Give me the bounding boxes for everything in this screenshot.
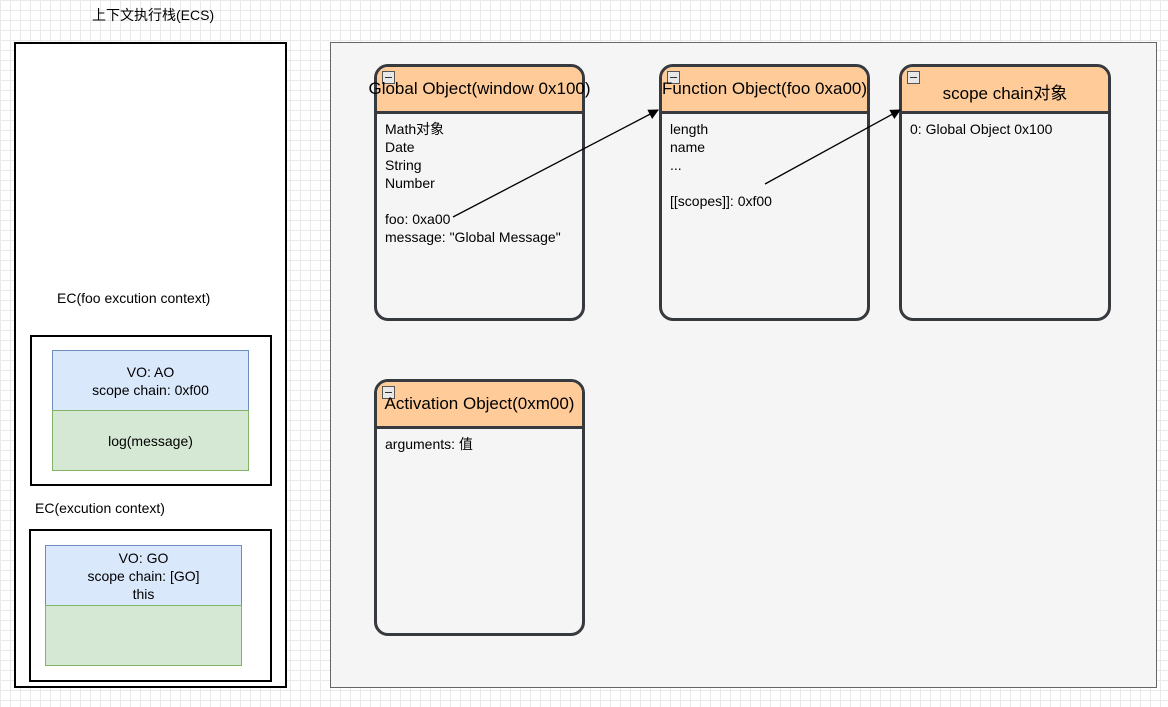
foo-ec-code: log(message) (108, 432, 193, 449)
global-ec-code-cell (45, 605, 242, 666)
activation-object-properties: arguments: 值 (385, 435, 473, 453)
property-line: Number (385, 175, 435, 191)
function-object-header: Function Object(foo 0xa00) (662, 67, 867, 114)
global-object-header: Global Object(window 0x100) (368, 67, 591, 114)
scope-chain-object-properties: 0: Global Object 0x100 (910, 120, 1052, 138)
activation-object-title: Activation Object(0xm00) (384, 394, 575, 413)
global-ec-this-line: this (132, 585, 155, 602)
ecs-title: 上下文执行栈(ECS) (92, 7, 215, 23)
foo-ec-vo-line: VO: AO (126, 363, 175, 380)
global-ec-scope-chain-line: scope chain: [GO] (87, 567, 200, 584)
property-line: Date (385, 139, 415, 155)
foo-ec-label: EC(foo excution context) (57, 290, 211, 306)
arrow-foo-to-function-object (452, 109, 659, 218)
scope-chain-object-header: scope chain对象 (902, 67, 1108, 114)
property-line: name (670, 139, 706, 155)
scope-chain-object-box[interactable]: scope chain对象 0: Global Object 0x100 (899, 64, 1111, 321)
global-object-title: Global Object(window 0x100) (368, 79, 591, 98)
property-line: String (385, 157, 422, 173)
collapse-icon[interactable] (382, 386, 395, 399)
property-line: [[scopes]]: 0xf00 (670, 193, 772, 209)
activation-object-header: Activation Object(0xm00) (377, 382, 582, 429)
function-object-title: Function Object(foo 0xa00) (661, 79, 868, 98)
arrow-scopes-to-scope-chain (764, 109, 901, 185)
foo-ec-scope-chain-line: scope chain: 0xf00 (92, 381, 209, 398)
property-line: length (670, 121, 709, 137)
property-line: arguments: 值 (385, 436, 473, 452)
foo-ec-vo-cell: VO: AO scope chain: 0xf00 (52, 350, 249, 411)
property-line: Math对象 (385, 121, 445, 137)
global-ec-label: EC(excution context) (35, 500, 165, 516)
activation-object-box[interactable]: Activation Object(0xm00) arguments: 值 (374, 379, 585, 636)
property-line: ... (670, 157, 682, 173)
global-object-properties: Math对象 Date String Number foo: 0xa00 mes… (385, 120, 561, 246)
function-object-properties: length name ... [[scopes]]: 0xf00 (670, 120, 772, 210)
function-object-box[interactable]: Function Object(foo 0xa00) length name .… (659, 64, 870, 321)
global-object-box[interactable]: Global Object(window 0x100) Math对象 Date … (368, 64, 591, 321)
foo-ec-code-cell: log(message) (52, 410, 249, 471)
collapse-icon[interactable] (382, 71, 395, 84)
global-ec-vo-cell: VO: GO scope chain: [GO] this (45, 545, 242, 606)
property-line: 0: Global Object 0x100 (910, 121, 1053, 137)
collapse-icon[interactable] (667, 71, 680, 84)
scope-chain-object-title: scope chain对象 (942, 84, 1068, 103)
global-ec-vo-line: VO: GO (118, 549, 169, 566)
collapse-icon[interactable] (907, 71, 920, 84)
property-line: message: "Global Message" (385, 229, 561, 245)
property-line: foo: 0xa00 (385, 211, 451, 227)
